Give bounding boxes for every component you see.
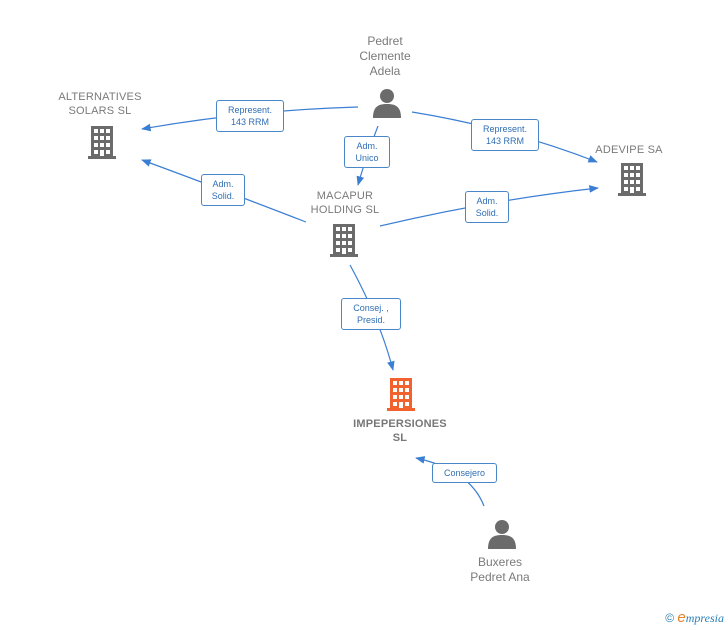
edge-label-represent[interactable]: Represent. 143 RRM [216, 100, 284, 132]
node-label-impepersiones[interactable]: IMPEPERSIONES SL [353, 418, 447, 444]
edge-label-adm-solid[interactable]: Adm. Solid. [201, 174, 245, 206]
person-icon-pedret [373, 89, 401, 118]
building-icon-alternatives [88, 126, 116, 159]
node-label-adevipe[interactable]: ADEVIPE SA [595, 144, 663, 156]
node-label-pedret[interactable]: Pedret Clemente Adela [359, 34, 411, 78]
node-label-macapur[interactable]: MACAPUR HOLDING SL [310, 190, 380, 216]
edge-label-adm-unico[interactable]: Adm. Unico [344, 136, 390, 168]
edge-label-adm-solid[interactable]: Adm. Solid. [465, 191, 509, 223]
edge-label-consej-presid[interactable]: Consej. , Presid. [341, 298, 401, 330]
brand-logo-text: mpresia [685, 611, 724, 625]
edge-label-represent[interactable]: Represent. 143 RRM [471, 119, 539, 151]
edge-label-consejero[interactable]: Consejero [432, 463, 497, 483]
building-icon-macapur [330, 224, 358, 257]
node-label-buxeres[interactable]: Buxeres Pedret Ana [470, 555, 530, 584]
person-icon-buxeres [488, 520, 516, 549]
building-icon-adevipe [618, 163, 646, 196]
copyright-symbol: © [665, 611, 675, 625]
building-icon-impepersiones [387, 378, 415, 411]
empresia-watermark[interactable]: © empresia [665, 609, 724, 626]
brand-logo-e: e [677, 609, 686, 626]
node-label-alternatives[interactable]: ALTERNATIVES SOLARS SL [58, 91, 142, 117]
